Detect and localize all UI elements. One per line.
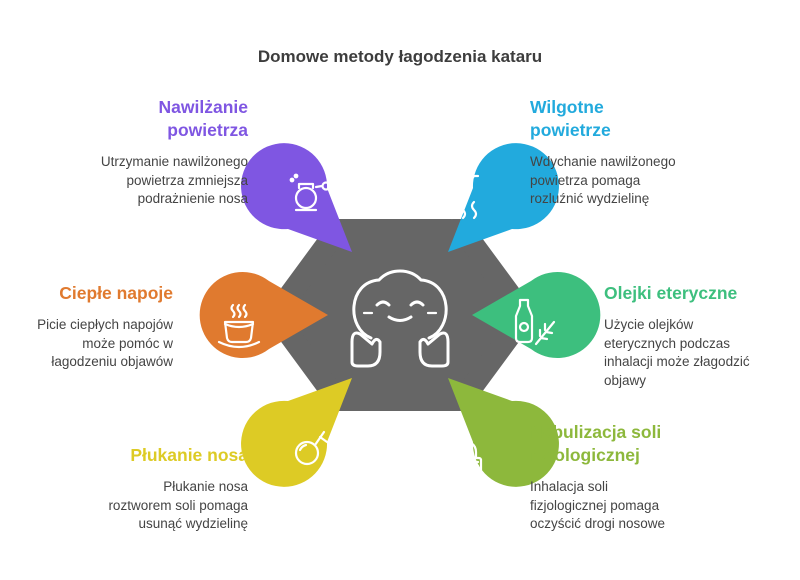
item-napoje-heading: Ciepłe napoje — [59, 283, 173, 303]
item-olejki-description: Użycie olejków eterycznych podczas inhal… — [604, 317, 750, 388]
olejki-bubble — [472, 271, 601, 358]
nasal-aspirator-icon — [294, 430, 329, 466]
item-nebulizacja: Nebulizacja soli fizjologicznej Inhalacj… — [530, 421, 665, 534]
nebulizacja-bubble — [442, 378, 559, 487]
item-napoje-description: Picie ciepłych napojów może pomóc w łago… — [37, 317, 173, 369]
item-plukanie: Płukanie nosa Płukanie nosa roztworem so… — [108, 444, 248, 534]
item-nebulizacja-description: Inhalacja soli fizjologicznej pomaga ocz… — [530, 479, 666, 531]
item-napoje: Ciepłe napoje Picie ciepłych napojów moż… — [37, 282, 173, 372]
napoje-bubble — [199, 271, 328, 358]
hot-cup-icon — [217, 303, 261, 349]
diagram-title: Domowe metody łagodzenia kataru — [257, 47, 543, 66]
humidifier-icon — [289, 173, 331, 212]
item-olejki-heading: Olejki eteryczne — [604, 283, 738, 303]
nebulizer-icon — [442, 431, 483, 474]
wilgotne-bubble — [446, 143, 559, 252]
item-olejki: Olejki eteryczne Użycie olejków eteryczn… — [604, 282, 750, 390]
oil-bottle-icon — [514, 298, 556, 346]
smiling-face-icon — [350, 269, 450, 368]
item-nawilzanie-heading: Nawilżanie powietrza — [158, 97, 248, 140]
nawilzanie-bubble — [241, 143, 352, 252]
item-plukanie-description: Płukanie nosa roztworem soli pomaga usun… — [108, 479, 248, 531]
item-plukanie-heading: Płukanie nosa — [130, 445, 248, 465]
item-nebulizacja-heading: Nebulizacja soli fizjologicznej — [530, 422, 662, 465]
item-wilgotne: Wilgotne powietrze Wdychanie nawilżonego… — [530, 96, 676, 209]
steam-icon — [446, 174, 480, 220]
plukanie-bubble — [241, 378, 352, 487]
item-wilgotne-heading: Wilgotne powietrze — [530, 97, 611, 140]
item-nawilzanie-description: Utrzymanie nawilżonego powietrza zmniejs… — [100, 154, 248, 206]
item-nawilzanie: Nawilżanie powietrza Utrzymanie nawilżon… — [101, 96, 248, 209]
item-wilgotne-description: Wdychanie nawilżonego powietrza pomaga r… — [530, 154, 676, 206]
